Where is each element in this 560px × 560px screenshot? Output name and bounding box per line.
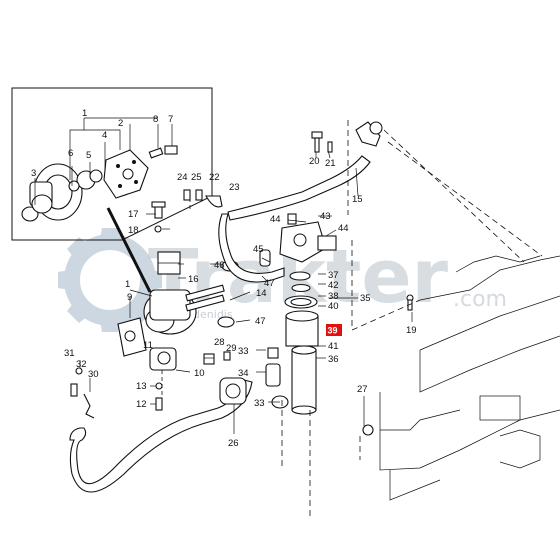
engine-block: [379, 255, 560, 501]
callout-43: 43: [320, 211, 331, 222]
callout-45: 45: [253, 244, 264, 255]
callout-35: 35: [360, 293, 371, 304]
callout-47b: 47: [255, 316, 266, 327]
hose-upper: [218, 121, 383, 283]
callout-21: 21: [325, 158, 336, 169]
callout-3: 3: [31, 168, 36, 179]
callout-11: 11: [143, 340, 153, 351]
main-pump-assembly: [117, 251, 225, 371]
callout-40: 40: [328, 301, 339, 312]
callout-24: 24: [177, 172, 188, 183]
callout-42: 42: [328, 280, 339, 291]
callout-46: 46: [214, 260, 225, 271]
callout-22: 22: [209, 172, 220, 183]
callout-37: 37: [328, 270, 339, 281]
highlight-box: [326, 324, 342, 336]
callout-9: 9: [127, 292, 132, 303]
watermark-domain: .com: [453, 287, 507, 312]
inset-detail-box: [11, 87, 213, 241]
callout-25: 25: [191, 172, 202, 183]
callout-1a: 1: [82, 108, 87, 119]
highlight-label: 39: [328, 326, 338, 336]
callout-44b: 44: [338, 223, 349, 234]
callout-47a: 47: [264, 278, 275, 289]
callout-31: 31: [64, 348, 75, 359]
callout-33a: 33: [238, 346, 249, 357]
callout-5: 5: [86, 150, 91, 161]
callout-27: 27: [357, 384, 368, 395]
callout-8: 8: [153, 114, 158, 125]
callout-26: 26: [228, 438, 239, 449]
callout-30: 30: [88, 369, 99, 380]
callout-19: 19: [406, 325, 417, 336]
callout-leaders: [79, 149, 413, 434]
dashed-leaders: [161, 120, 543, 520]
callout-28: 28: [214, 337, 225, 348]
callout-36: 36: [328, 354, 339, 365]
callout-23: 23: [229, 182, 240, 193]
fittings-right: [311, 131, 414, 436]
callout-14: 14: [256, 288, 267, 299]
callout-10: 10: [194, 368, 205, 379]
callout-32: 32: [76, 359, 87, 370]
callout-20: 20: [309, 156, 320, 167]
callout-1b: 1: [125, 279, 130, 290]
callout-6: 6: [68, 148, 73, 159]
callout-17: 17: [128, 209, 139, 220]
callout-labels: 1 2 3 4 5 6 7 8 9 10 11 12 13 14 15 16 1…: [31, 108, 417, 449]
highlight-part-39: 39: [326, 324, 342, 336]
filter-assembly: [265, 213, 337, 415]
callout-12: 12: [136, 399, 147, 410]
callout-15: 15: [352, 194, 363, 205]
hose-lower: [69, 377, 253, 493]
callout-33b: 33: [254, 398, 265, 409]
inset-pump: [21, 145, 178, 222]
callout-29: 29: [226, 343, 237, 354]
callout-13: 13: [136, 381, 147, 392]
callout-4: 4: [102, 130, 107, 141]
callout-16: 16: [188, 274, 199, 285]
callout-34: 34: [238, 368, 249, 379]
callout-18: 18: [128, 225, 139, 236]
callout-38: 38: [328, 291, 339, 302]
callout-44a: 44: [270, 214, 281, 225]
callout-2: 2: [118, 118, 123, 129]
callout-7: 7: [168, 114, 173, 125]
callout-41: 41: [328, 341, 339, 352]
